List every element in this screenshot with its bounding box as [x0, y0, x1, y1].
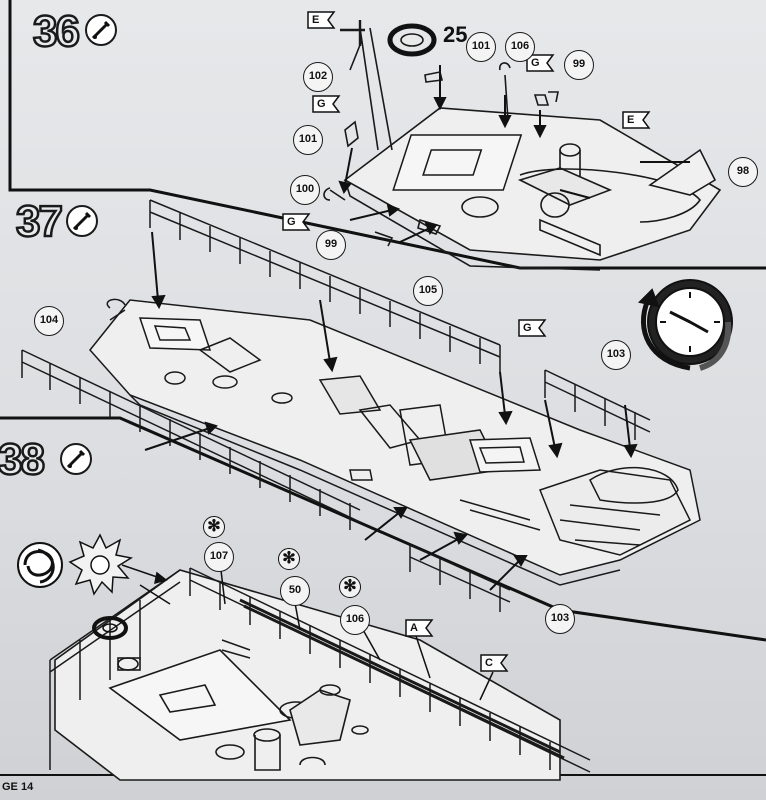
- part-callout: 100: [290, 175, 320, 205]
- step-divider-36: [8, 0, 766, 270]
- part-callout: 104: [34, 306, 64, 336]
- flag-g: G: [317, 98, 326, 110]
- part-callout: 101: [293, 125, 323, 155]
- glue-tube-icon: [60, 443, 92, 475]
- step37-arrows: [144, 231, 638, 591]
- part-callout: 103: [601, 340, 631, 370]
- step-divider-37: [0, 416, 766, 642]
- step37-railings: [21, 199, 651, 612]
- optional-part-mark: ✻: [278, 548, 300, 570]
- step36-arrows: [338, 65, 690, 243]
- part-callout: 106: [505, 32, 535, 62]
- step37-deck: [89, 298, 701, 586]
- part-callout: 107: [204, 542, 234, 572]
- step-number-36: 36: [32, 7, 81, 56]
- flag-g: G: [523, 322, 532, 334]
- step-number-38: 38: [0, 435, 46, 484]
- part-callout: 101: [466, 32, 496, 62]
- part-callout: 102: [303, 62, 333, 92]
- flag-g: G: [531, 57, 540, 69]
- rope-knot-icon: [17, 542, 63, 588]
- part-callout: 99: [316, 230, 346, 260]
- clock-timer-icon: [638, 279, 733, 371]
- optional-part-mark: ✻: [203, 516, 225, 538]
- flag-e: E: [312, 14, 320, 26]
- flag-a: A: [410, 622, 418, 634]
- quantity-label: 25: [443, 22, 468, 47]
- flag-shapes: [282, 11, 651, 672]
- part-callout: 50: [280, 576, 310, 606]
- part-callout: 105: [413, 276, 443, 306]
- part-callout: 106: [340, 605, 370, 635]
- part-callout: 98: [728, 157, 758, 187]
- step-number-37: 37: [15, 197, 64, 246]
- glue-tube-icon: [66, 205, 98, 237]
- step36-deck: [323, 20, 722, 271]
- step38-leaders: [121, 561, 494, 701]
- glue-tube-icon: [85, 14, 117, 46]
- part-callout: 99: [564, 50, 594, 80]
- step38-railings: [49, 567, 591, 773]
- flag-g: G: [287, 216, 296, 228]
- flag-e: E: [627, 114, 635, 126]
- step38-deck: [54, 569, 561, 781]
- star-wheel-icon: [68, 533, 134, 596]
- flag-c: C: [485, 657, 493, 669]
- life-ring-icon: [92, 616, 128, 640]
- page-number: GE 14: [2, 781, 34, 793]
- part-callout: 103: [545, 604, 575, 634]
- optional-part-mark: ✻: [339, 576, 361, 598]
